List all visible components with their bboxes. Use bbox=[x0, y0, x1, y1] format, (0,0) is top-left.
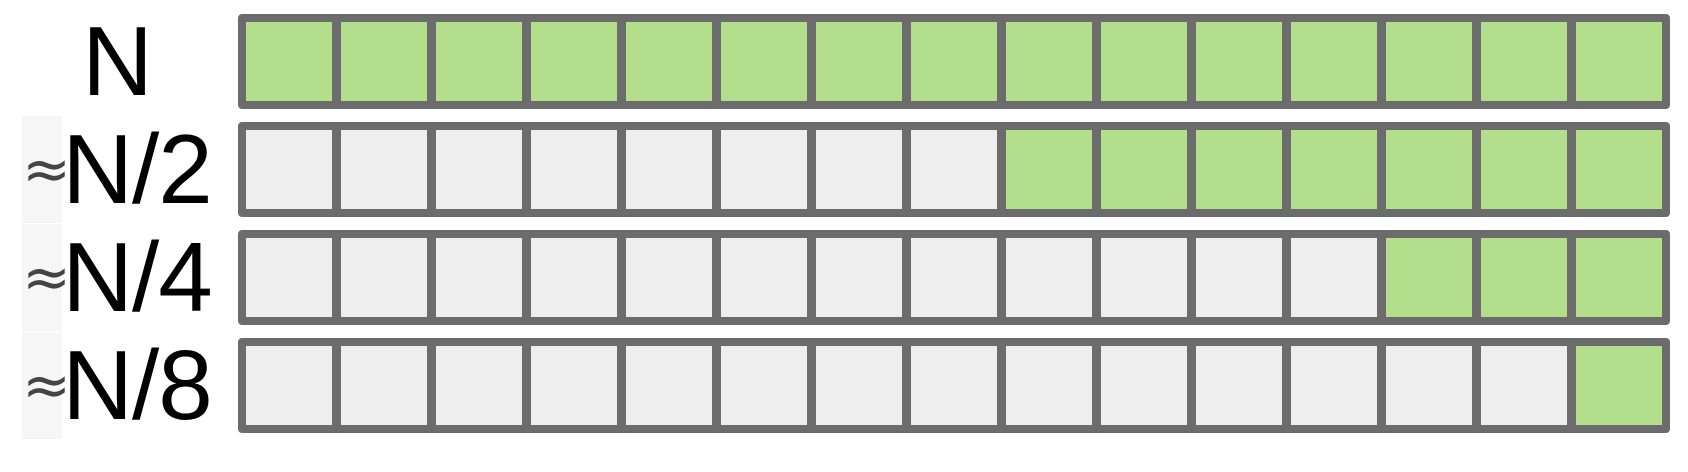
cell-bar bbox=[238, 230, 1670, 325]
empty-cell bbox=[246, 346, 341, 425]
empty-cell bbox=[531, 346, 626, 425]
row-label-text: N bbox=[82, 6, 153, 116]
empty-cell bbox=[341, 238, 436, 317]
filled-cell bbox=[1576, 346, 1662, 425]
filled-cell bbox=[1481, 238, 1576, 317]
filled-cell bbox=[911, 22, 1006, 101]
empty-cell bbox=[1196, 346, 1291, 425]
row-label: ≈ N/8 bbox=[22, 330, 213, 440]
cell-bar bbox=[238, 122, 1670, 217]
filled-cell bbox=[1291, 22, 1386, 101]
filled-cell bbox=[1101, 22, 1196, 101]
filled-cell bbox=[246, 22, 341, 101]
filled-cell bbox=[1196, 22, 1291, 101]
empty-cell bbox=[436, 238, 531, 317]
filled-cell bbox=[721, 22, 816, 101]
approx-symbol: ≈ bbox=[22, 332, 71, 439]
row-n: N bbox=[0, 8, 1688, 115]
cell-bar bbox=[238, 14, 1670, 109]
empty-cell bbox=[911, 346, 1006, 425]
empty-cell bbox=[626, 346, 721, 425]
empty-cell bbox=[1291, 238, 1386, 317]
empty-cell bbox=[911, 238, 1006, 317]
filled-cell bbox=[1481, 130, 1576, 209]
empty-cell bbox=[911, 130, 1006, 209]
empty-cell bbox=[721, 238, 816, 317]
empty-cell bbox=[341, 130, 436, 209]
empty-cell bbox=[1481, 346, 1576, 425]
empty-cell bbox=[436, 346, 531, 425]
empty-cell bbox=[1196, 238, 1291, 317]
filled-cell bbox=[341, 22, 436, 101]
empty-cell bbox=[436, 130, 531, 209]
filled-cell bbox=[1006, 130, 1101, 209]
empty-cell bbox=[1101, 346, 1196, 425]
approx-symbol: ≈ bbox=[22, 116, 71, 223]
filled-cell bbox=[1006, 22, 1101, 101]
empty-cell bbox=[1101, 238, 1196, 317]
filled-cell bbox=[1386, 130, 1481, 209]
filled-cell bbox=[1576, 130, 1662, 209]
empty-cell bbox=[816, 238, 911, 317]
row-label-text: N/2 bbox=[62, 114, 213, 224]
empty-cell bbox=[1006, 346, 1101, 425]
empty-cell bbox=[816, 346, 911, 425]
filled-cell bbox=[1576, 22, 1662, 101]
empty-cell bbox=[531, 130, 626, 209]
filled-cell bbox=[1481, 22, 1576, 101]
filled-cell bbox=[1291, 130, 1386, 209]
empty-cell bbox=[721, 346, 816, 425]
empty-cell bbox=[246, 130, 341, 209]
empty-cell bbox=[246, 238, 341, 317]
filled-cell bbox=[1386, 238, 1481, 317]
row-label: ≈ N/4 bbox=[22, 222, 213, 332]
row-label-text: N/8 bbox=[62, 330, 213, 440]
empty-cell bbox=[626, 130, 721, 209]
empty-cell bbox=[1386, 346, 1481, 425]
empty-cell bbox=[341, 346, 436, 425]
filled-cell bbox=[1101, 130, 1196, 209]
filled-cell bbox=[1386, 22, 1481, 101]
filled-cell bbox=[531, 22, 626, 101]
empty-cell bbox=[816, 130, 911, 209]
empty-cell bbox=[626, 238, 721, 317]
row-label-text: N/4 bbox=[62, 222, 213, 332]
cell-bar bbox=[238, 338, 1670, 433]
row-n-eighth: ≈ N/8 bbox=[0, 332, 1688, 439]
empty-cell bbox=[1006, 238, 1101, 317]
approx-symbol: ≈ bbox=[22, 224, 71, 331]
row-label: ≈ N/2 bbox=[22, 114, 213, 224]
empty-cell bbox=[1291, 346, 1386, 425]
empty-cell bbox=[721, 130, 816, 209]
row-n-quarter: ≈ N/4 bbox=[0, 224, 1688, 331]
row-label: N bbox=[22, 8, 212, 115]
row-n-half: ≈ N/2 bbox=[0, 116, 1688, 223]
filled-cell bbox=[816, 22, 911, 101]
filled-cell bbox=[436, 22, 531, 101]
filled-cell bbox=[626, 22, 721, 101]
filled-cell bbox=[1576, 238, 1662, 317]
filled-cell bbox=[1196, 130, 1291, 209]
empty-cell bbox=[531, 238, 626, 317]
